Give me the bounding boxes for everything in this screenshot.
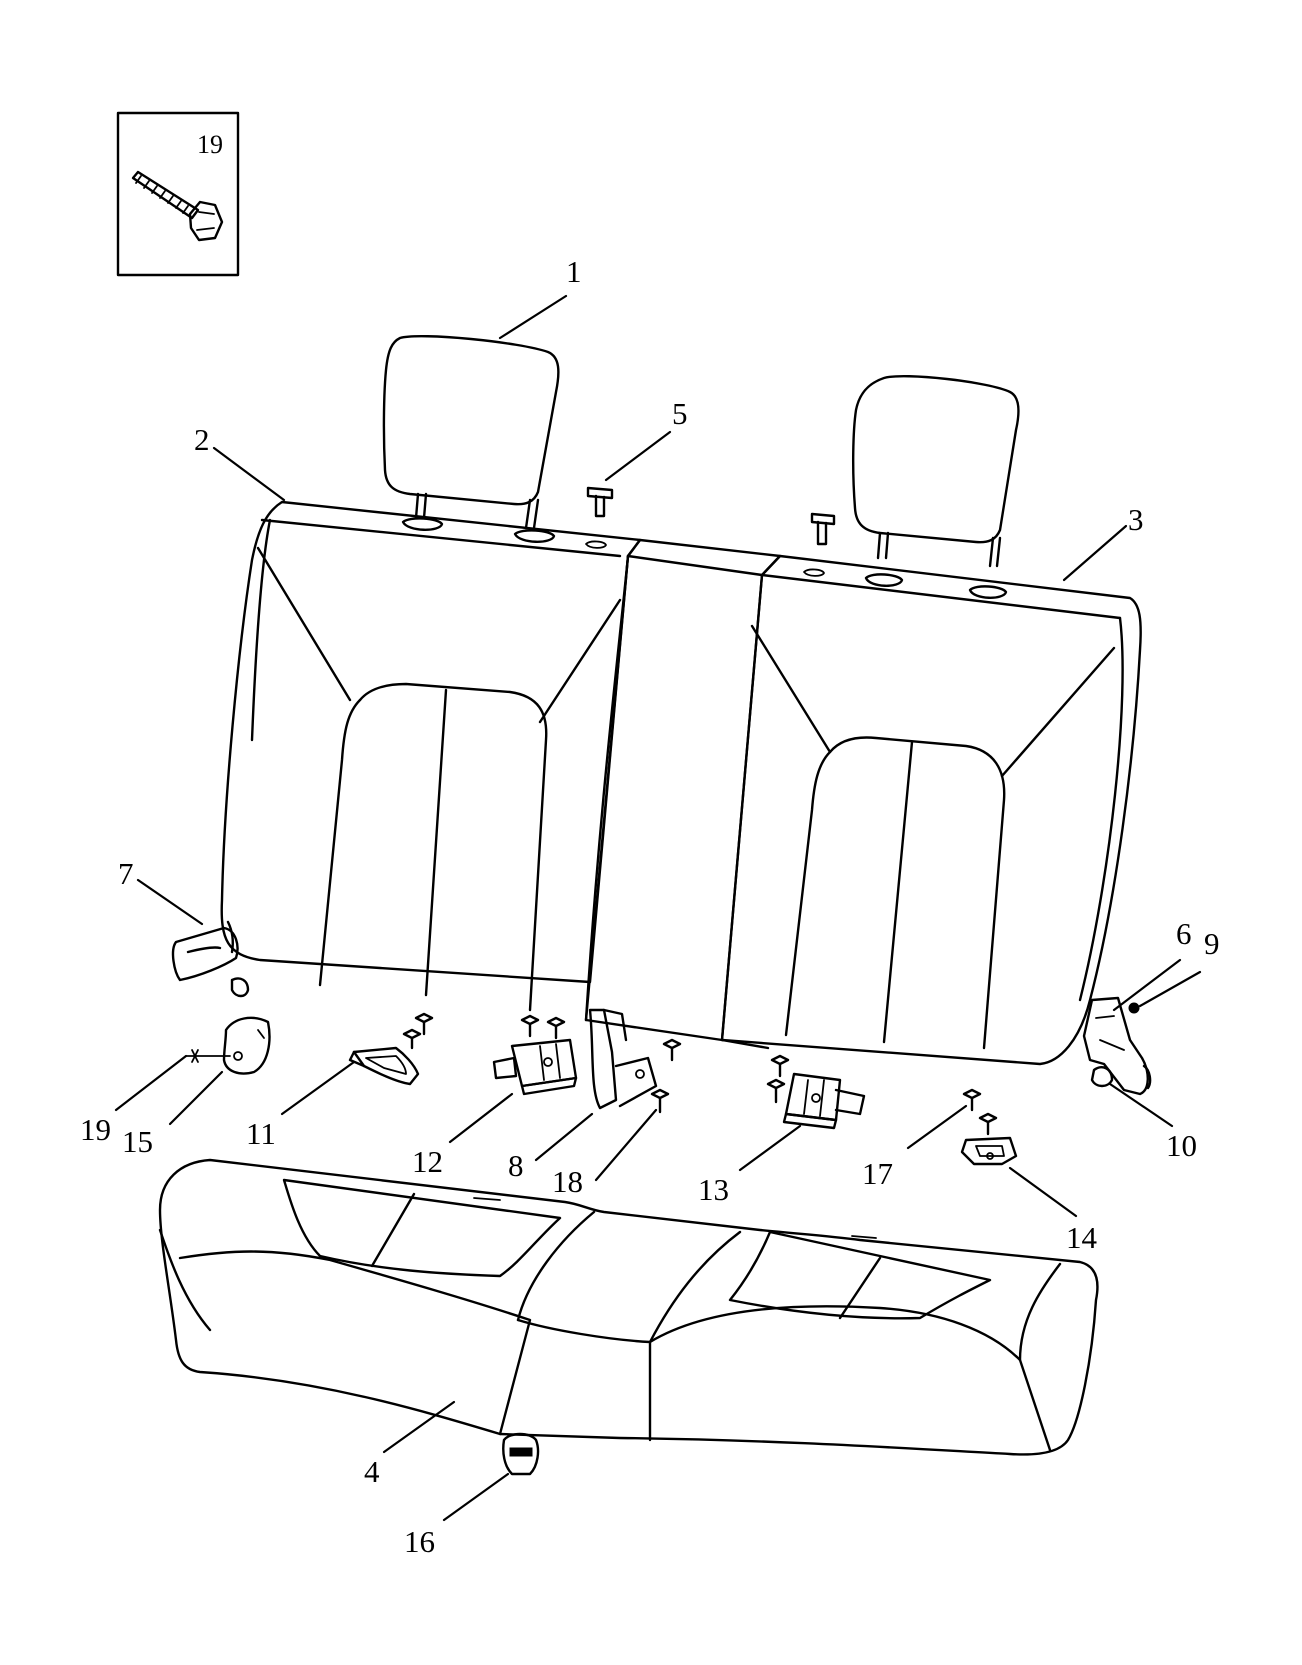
- inset-callout-19: 19: [197, 130, 223, 159]
- latch-12: [492, 1038, 578, 1096]
- bolt-5-right: [810, 512, 836, 546]
- callout-16: 16: [404, 1524, 435, 1559]
- bolts-17: [962, 1088, 998, 1136]
- callout-4: 4: [364, 1454, 380, 1489]
- callout-18: 18: [552, 1164, 583, 1199]
- bolt-5: [586, 486, 614, 518]
- headrest-left: [382, 335, 560, 530]
- leader-lines: [114, 294, 1202, 1522]
- seat-back-right: [720, 554, 1142, 1066]
- bolts-13: [766, 1054, 790, 1104]
- clip-16: [502, 1432, 540, 1476]
- anchor-loop-11: [348, 1046, 420, 1086]
- callout-13: 13: [698, 1172, 729, 1207]
- bracket-6: [1082, 996, 1152, 1096]
- nut-9: [1128, 1002, 1140, 1014]
- callout-3: 3: [1128, 502, 1144, 537]
- bracket-7: [171, 920, 239, 982]
- bracket-8: [588, 1008, 658, 1110]
- clip-10: [1090, 1066, 1114, 1088]
- cover-15: [222, 1016, 271, 1075]
- seat-back-center: [584, 538, 782, 1042]
- callout-8: 8: [508, 1148, 524, 1183]
- callout-10: 10: [1166, 1128, 1197, 1163]
- callout-15: 15: [122, 1124, 153, 1159]
- callout-1: 1: [566, 254, 582, 289]
- callout-12: 12: [412, 1144, 443, 1179]
- bolt-19: [185, 1049, 231, 1063]
- bolts-11: [402, 1012, 434, 1050]
- callout-11: 11: [246, 1116, 276, 1151]
- seat-back-left: [220, 500, 642, 1012]
- callout-2: 2: [194, 422, 210, 457]
- headrest-right: [851, 375, 1020, 568]
- callout-14: 14: [1066, 1220, 1098, 1255]
- bolt-icon: [131, 170, 224, 242]
- callout-17: 17: [862, 1156, 893, 1191]
- bolt-8: [662, 1038, 682, 1062]
- callout-19: 19: [80, 1112, 111, 1147]
- callout-7: 7: [118, 856, 134, 891]
- callout-9: 9: [1204, 926, 1220, 961]
- bolts-12: [520, 1014, 566, 1040]
- seat-cushion: [158, 1158, 1099, 1456]
- bolt-18: [650, 1088, 670, 1114]
- inset-box-bolt-19: 19: [116, 111, 240, 277]
- clip-7: [230, 977, 250, 998]
- callout-6: 6: [1176, 916, 1192, 951]
- callout-numbers: 1 2 3 4 5 6 7 8 9 10 11 12 13 14 15 16 1…: [80, 254, 1220, 1559]
- callout-5: 5: [672, 396, 688, 431]
- anchor-loop-14: [960, 1136, 1018, 1166]
- latch-13: [782, 1072, 866, 1130]
